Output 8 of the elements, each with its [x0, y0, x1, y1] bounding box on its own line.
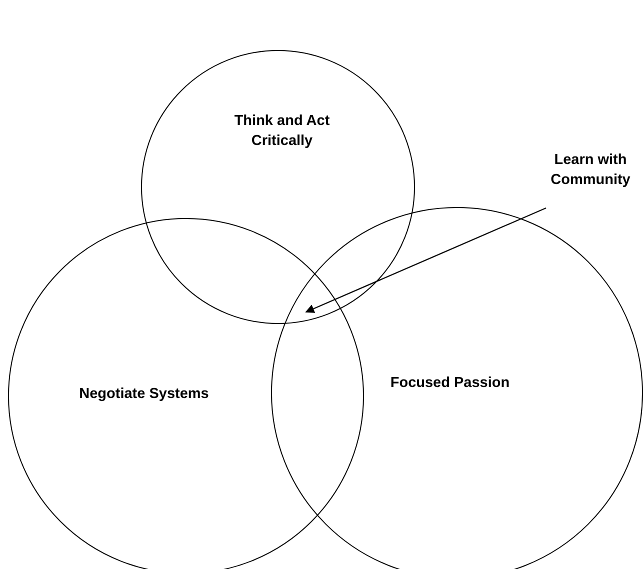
circle-label: Negotiate Systems — [78, 385, 210, 404]
leader-arrow — [305, 207, 546, 313]
circle-label: Focused Passion — [389, 374, 511, 393]
callout-label: Learn with Community — [550, 151, 632, 190]
venn-circle — [141, 50, 415, 324]
venn-circle — [8, 218, 364, 569]
venn-circle — [271, 207, 643, 569]
circle-label: Think and Act Critically — [233, 112, 331, 151]
